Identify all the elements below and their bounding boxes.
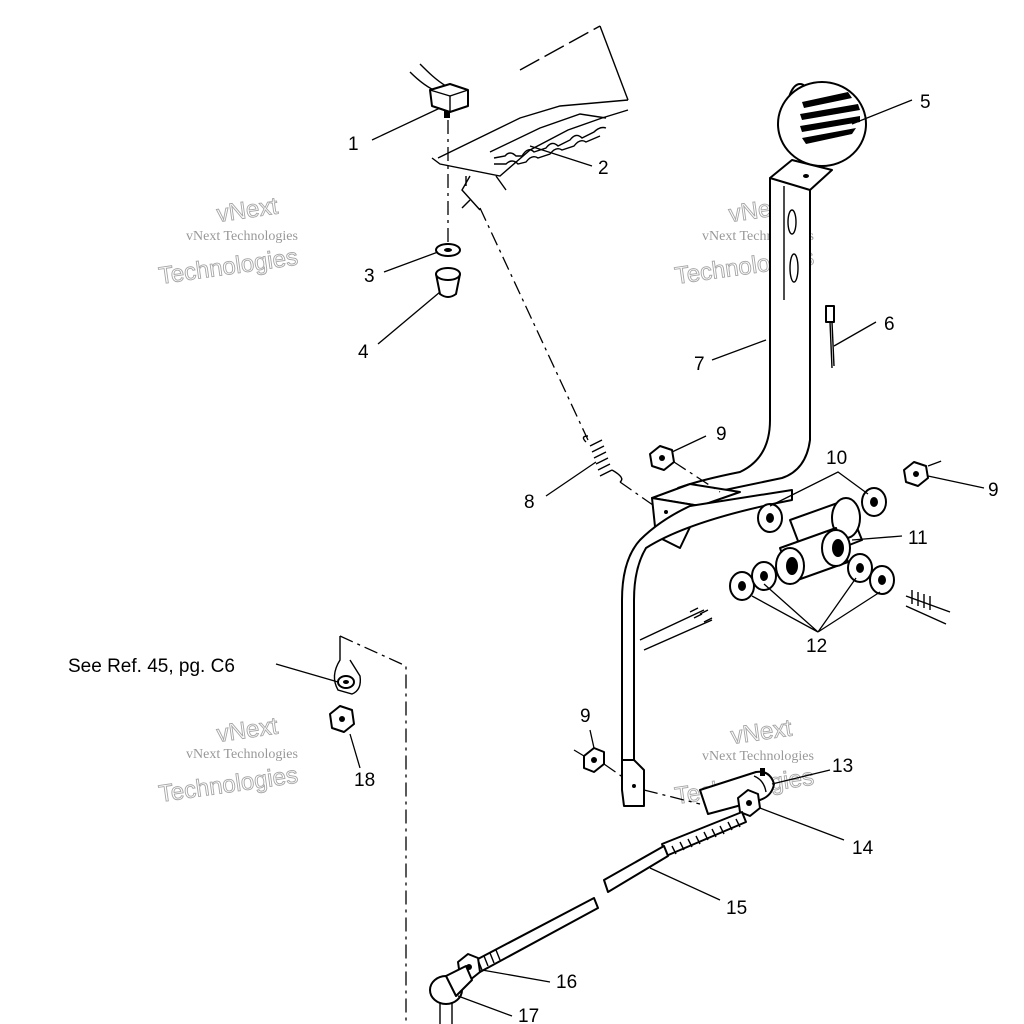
part-12-washers — [729, 553, 895, 601]
pivot-shaft — [639, 590, 951, 651]
callout-3: 3 — [364, 266, 375, 287]
callout-12: 12 — [806, 636, 827, 657]
callout-13: 13 — [832, 756, 853, 777]
callout-6: 6 — [884, 314, 895, 335]
part-11-pivot-bushing — [775, 497, 863, 585]
callout-7: 7 — [694, 354, 705, 375]
part-10-washers — [757, 487, 887, 533]
watermark-text: Technologies — [157, 244, 300, 290]
callout-4: 4 — [358, 342, 369, 363]
frame-panel — [431, 25, 629, 211]
part-2-spring-bracket — [489, 113, 607, 165]
part-17-rod-end — [429, 965, 473, 1024]
watermark-text: vNext Technologies — [186, 229, 298, 244]
part-18-lever-and-nut — [329, 636, 362, 733]
callout-2: 2 — [598, 158, 609, 179]
part-9-nut-upper — [649, 445, 721, 493]
callout-11: 11 — [908, 528, 928, 549]
part-6-cotter-pin — [825, 305, 835, 369]
callout-9-right: 9 — [988, 480, 999, 501]
part-9-nut-right — [903, 459, 945, 487]
callout-5: 5 — [920, 92, 931, 113]
part-3-washer — [435, 243, 461, 257]
part-8-return-spring — [582, 435, 661, 511]
watermark-text: vNext — [729, 715, 794, 750]
part-7-brake-pedal-arm — [621, 159, 833, 807]
callout-9-lower: 9 — [580, 706, 591, 727]
callout-18: 18 — [354, 770, 375, 791]
watermark-text: vNext Technologies — [702, 749, 814, 764]
callout-labels: 1 2 3 4 5 6 7 8 9 9 9 10 11 12 13 14 15 … — [68, 92, 999, 1024]
reference-note: See Ref. 45, pg. C6 — [68, 656, 235, 677]
centerline-spring — [479, 207, 589, 441]
centerline-clevis — [643, 789, 701, 805]
watermark-bottom-left: vNext vNext Technologies Technologies — [157, 712, 300, 808]
part-15-brake-rod — [475, 811, 747, 973]
part-4-bumper — [435, 267, 461, 298]
callout-9-upper: 9 — [716, 424, 727, 445]
centerline-linkage — [339, 635, 407, 1024]
watermark-text: vNext — [215, 193, 280, 228]
callout-10: 10 — [826, 448, 847, 469]
callout-8: 8 — [524, 492, 535, 513]
watermark-text: vNext Technologies — [186, 747, 298, 762]
callout-14: 14 — [852, 838, 874, 859]
callout-16: 16 — [556, 972, 577, 993]
part-9-nut-lower — [573, 747, 625, 779]
part-1-brake-switch — [409, 63, 469, 118]
callout-17: 17 — [518, 1006, 539, 1024]
callout-1: 1 — [348, 134, 359, 155]
callout-15: 15 — [726, 898, 747, 919]
leader-lines — [275, 99, 985, 1017]
watermark-text: vNext — [215, 713, 280, 748]
watermark-top-left: vNext vNext Technologies Technologies — [157, 192, 300, 290]
watermark-text: Technologies — [157, 762, 300, 808]
part-5-pedal-pad — [777, 81, 867, 167]
